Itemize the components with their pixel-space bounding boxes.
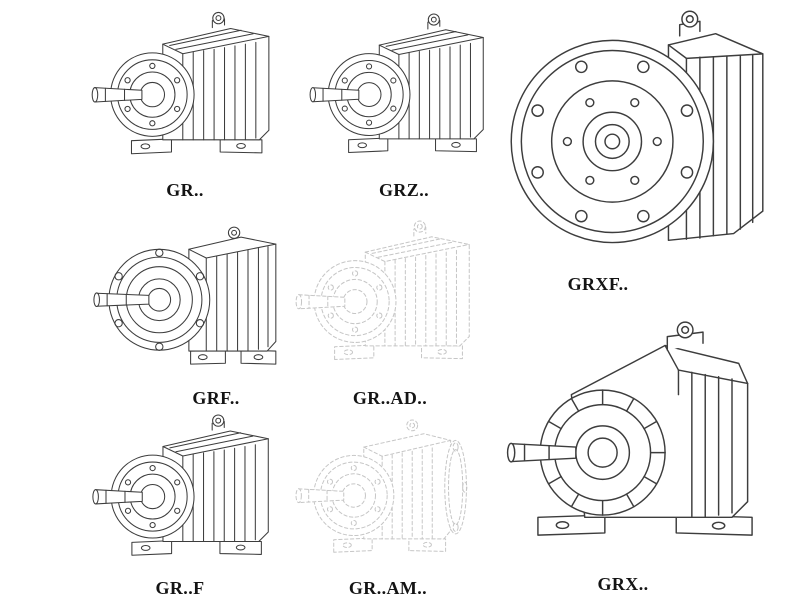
catalog-cell-grft: GR..F — [88, 412, 288, 600]
catalog-cell-grz: GRZ.. — [306, 6, 502, 202]
catalog-cell-grad: GR..AD.. — [292, 212, 488, 410]
gearbox-drawing-grx — [506, 321, 753, 536]
catalog-cell-grx: GRX.. — [500, 302, 790, 596]
gearbox-drawing-grf — [93, 226, 277, 365]
gearbox-drawing-grad — [295, 220, 470, 361]
gearbox-drawing-gram — [295, 419, 468, 553]
gearbox-drawing-gr — [91, 11, 270, 155]
gearbox-drawing-grz — [309, 13, 484, 154]
catalog-cell-gram: GR..AM.. — [292, 410, 484, 600]
catalog-cell-grxf: GRXF.. — [500, 2, 792, 296]
model-label-grad: GR..AD.. — [352, 388, 428, 408]
model-label-grx: GRX.. — [597, 574, 649, 594]
model-label-gram: GR..AM.. — [348, 578, 428, 598]
model-label-gr: GR.. — [166, 180, 204, 200]
gearbox-drawing-grft — [92, 414, 269, 556]
model-label-grxf: GRXF.. — [567, 274, 629, 294]
model-label-grft: GR..F — [155, 578, 205, 598]
catalog-cell-gr: GR.. — [88, 6, 288, 202]
catalog-cell-grf: GRF.. — [88, 210, 288, 410]
gearbox-drawing-grxf — [510, 10, 764, 244]
model-label-grz: GRZ.. — [378, 180, 429, 200]
model-label-grf: GRF.. — [192, 388, 240, 408]
